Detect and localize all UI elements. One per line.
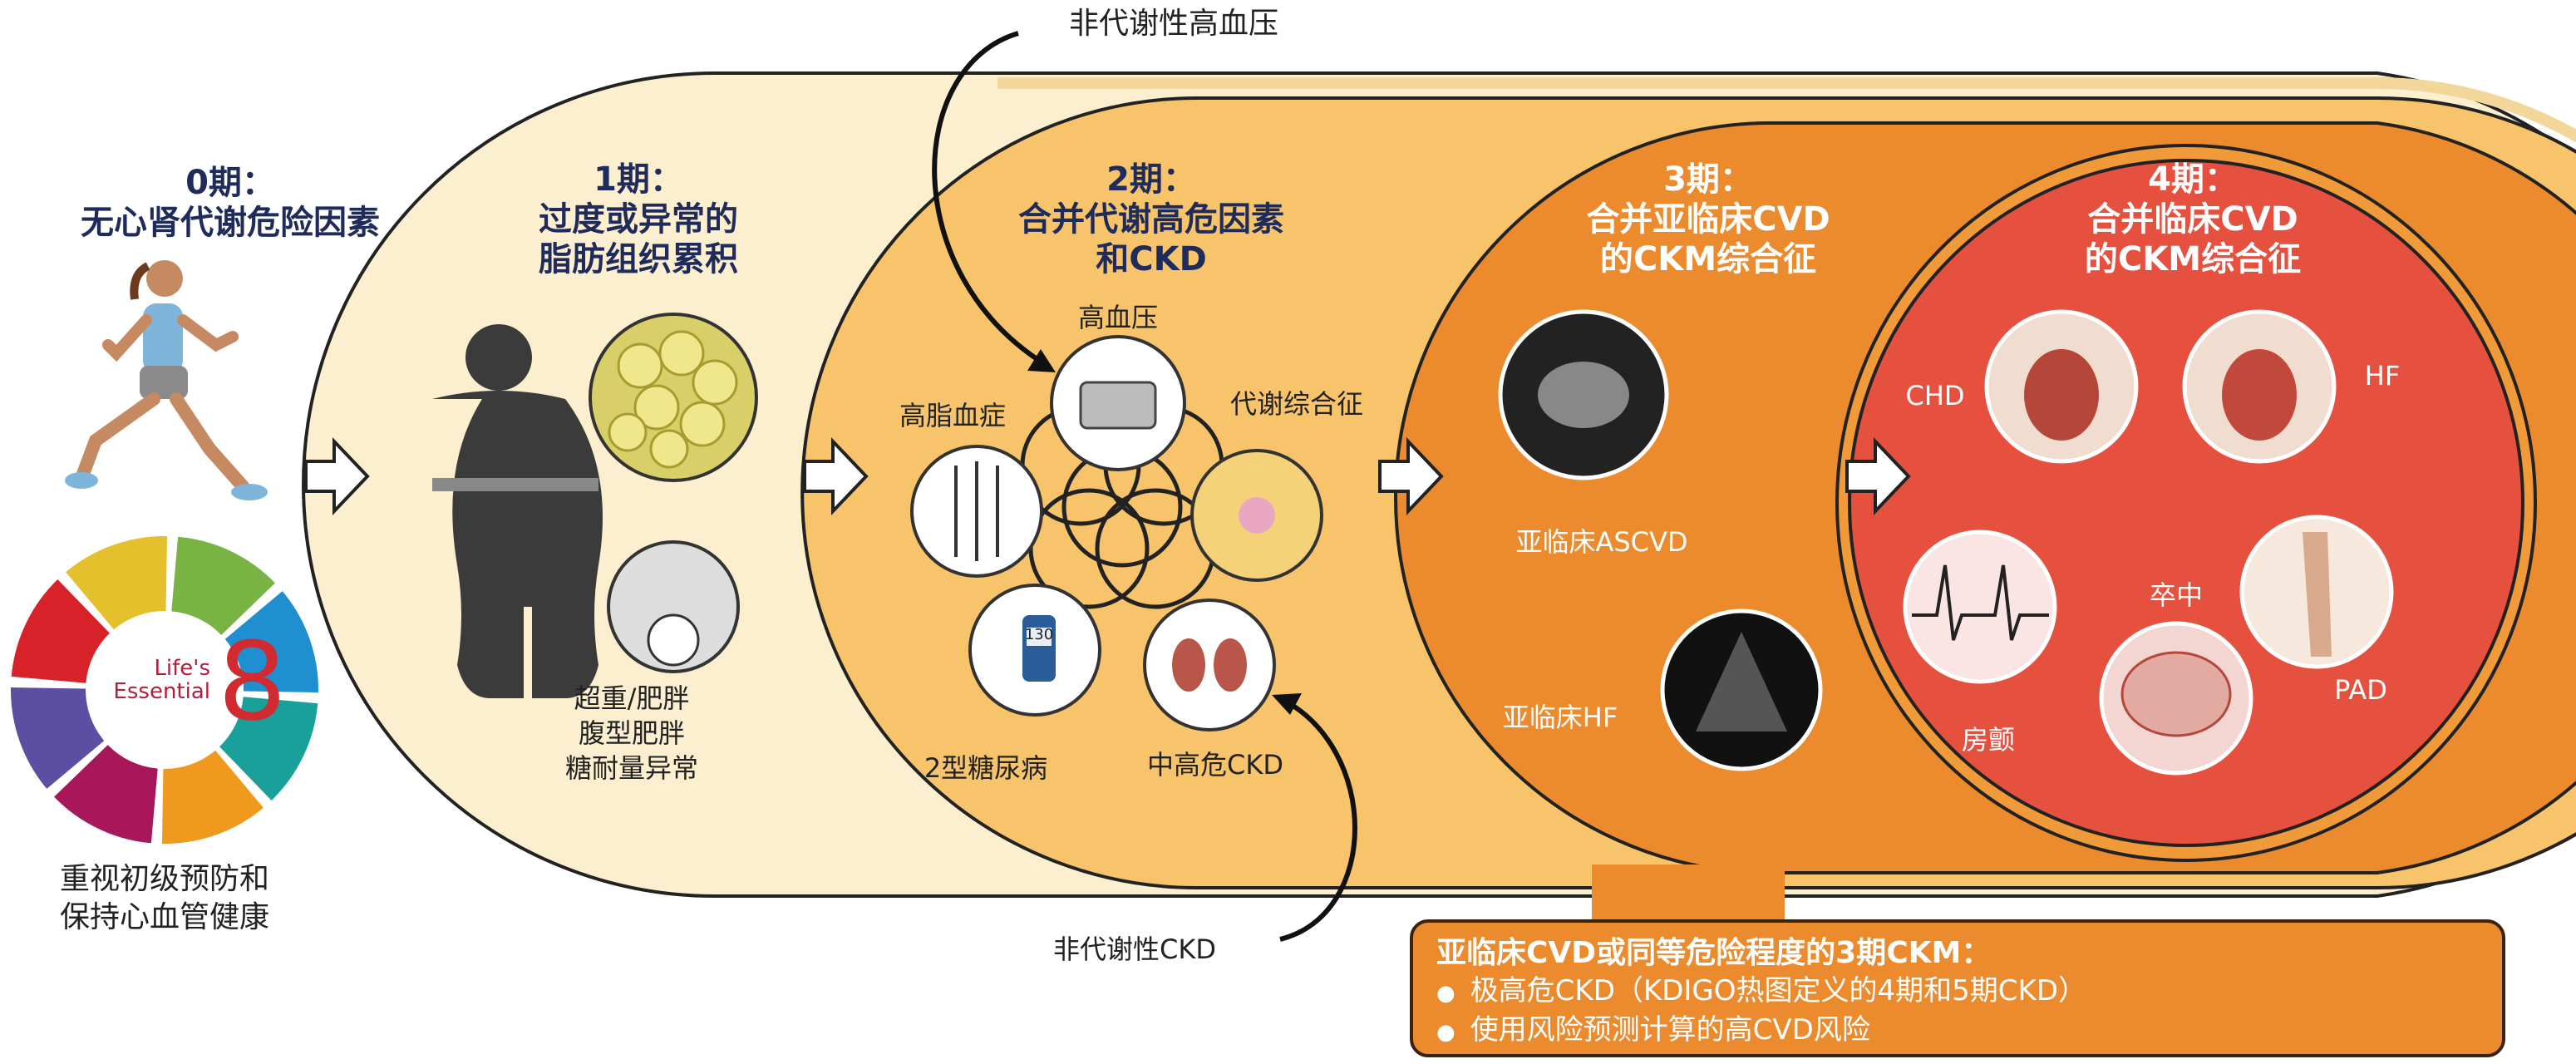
stage1-item: 腹型肥胖 xyxy=(578,717,686,749)
scale-icon xyxy=(607,540,740,673)
label-atrial-fibrillation: 房颤 xyxy=(1961,724,2016,756)
stage0-caption-1: 重视初级预防和 xyxy=(59,862,270,896)
logo-line1: Life's xyxy=(154,656,210,681)
stage0-title: 无心肾代谢危险因素 xyxy=(81,204,380,242)
stage4-number: 4期： xyxy=(2148,160,2238,199)
input-nonmetabolic-hypertension: 非代谢性高血压 xyxy=(1068,7,1279,41)
ecg-icon xyxy=(1903,530,2057,684)
stage3-number: 3期： xyxy=(1663,160,1753,199)
lifes-essential-8-logo-text: Life's Essential xyxy=(69,657,210,703)
stage1-number: 1期： xyxy=(594,160,683,199)
label-hyperlipidemia: 高脂血症 xyxy=(899,400,1007,431)
arrowhead-icon xyxy=(1027,349,1056,372)
label-subclinical-ascvd: 亚临床ASCVD xyxy=(1515,526,1688,558)
stage4-title-1: 合并临床CVD xyxy=(2087,200,2298,239)
stage2-title-1: 合并代谢高危因素 xyxy=(1018,200,1284,239)
label-chd: CHD xyxy=(1905,380,1965,411)
stage0-caption-2: 保持心血管健康 xyxy=(59,900,270,934)
label-pad: PAD xyxy=(2334,674,2387,706)
glucometer-reading: 130 xyxy=(1024,626,1054,643)
logo-number: 8 xyxy=(218,618,287,745)
arrow-icon xyxy=(304,437,1911,515)
label-subclinical-hf: 亚临床HF xyxy=(1502,702,1618,733)
callout-bullet: 使用风险预测计算的高CVD风险 xyxy=(1436,1012,2479,1051)
arrowhead-icon xyxy=(1272,693,1302,715)
curved-arrow-bottom xyxy=(1278,696,1357,942)
stage3-title-2: 的CKM综合征 xyxy=(1599,240,1817,278)
runner-icon xyxy=(65,260,268,500)
label-metabolic-syndrome: 代谢综合征 xyxy=(1229,388,1364,420)
kidney-icon xyxy=(1143,598,1276,732)
stage2-title-2: 和CKD xyxy=(1096,240,1207,278)
label-hf: HF xyxy=(2364,360,2401,392)
stage3-equivalent-callout: 亚临床CVD或同等危险程度的3期CKM： 极高危CKD（KDIGO热图定义的4期… xyxy=(1410,919,2505,1057)
curved-arrow-top xyxy=(932,31,1049,368)
stage1-item: 超重/肥胖 xyxy=(574,682,690,714)
obese-figure-icon xyxy=(432,313,758,698)
stage1-title-2: 脂肪组织累积 xyxy=(539,240,738,278)
input-nonmetabolic-ckd: 非代谢性CKD xyxy=(1053,933,1216,965)
label-ckd: 中高危CKD xyxy=(1147,749,1283,781)
callout-title: 亚临床CVD或同等危险程度的3期CKM： xyxy=(1436,936,1992,970)
label-type2-diabetes: 2型糖尿病 xyxy=(924,752,1048,784)
label-stroke: 卒中 xyxy=(2149,579,2204,611)
stage1-title-1: 过度或异常的 xyxy=(539,200,738,239)
stage2-number: 2期： xyxy=(1106,160,1196,199)
stage4-title-2: 的CKM综合征 xyxy=(2084,240,2302,278)
stage3-title-1: 合并亚临床CVD xyxy=(1586,200,1830,239)
stage0-number: 0期： xyxy=(185,164,275,202)
stage1-item: 糖耐量异常 xyxy=(564,752,699,784)
label-hypertension: 高血压 xyxy=(1077,302,1159,333)
callout-bullet: 极高危CKD（KDIGO热图定义的4期和5期CKD） xyxy=(1436,973,2479,1012)
logo-line2: Essential xyxy=(113,679,210,704)
